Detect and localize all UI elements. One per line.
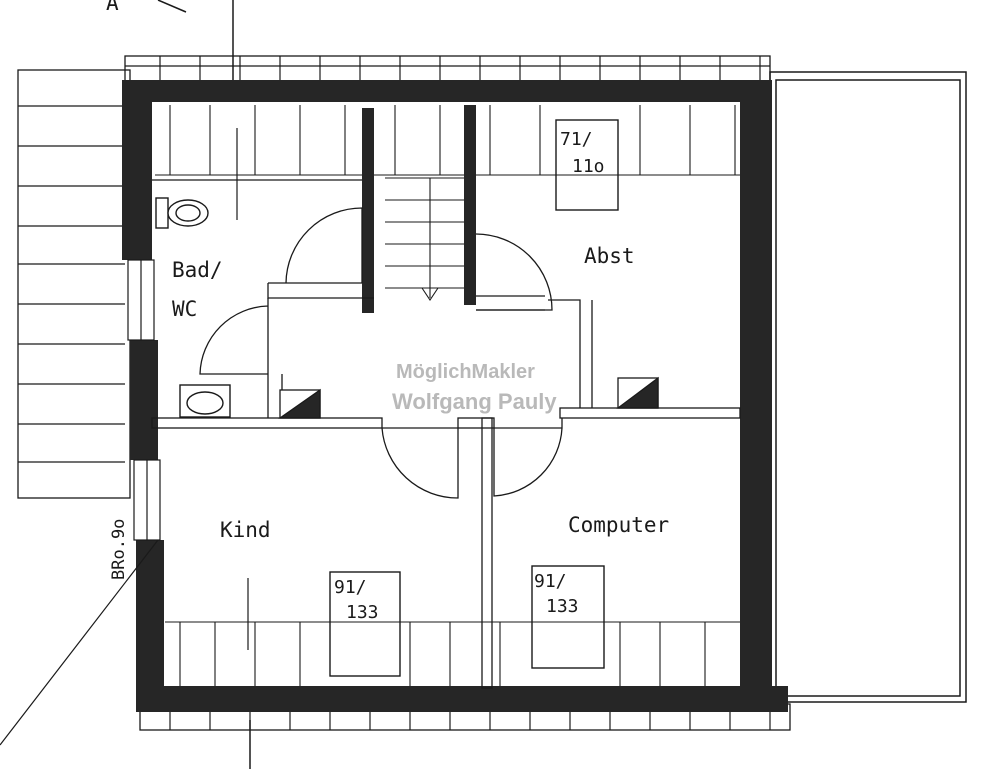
interior-walls — [151, 179, 741, 689]
left-roof-hatch — [17, 69, 131, 499]
room-label-wc: WC — [172, 297, 197, 321]
watermark-line2: Wolfgang Pauly — [392, 389, 557, 414]
window-label-kind-2: 133 — [346, 602, 379, 623]
window-label-abst-2: 11o — [572, 156, 605, 177]
left-wall-windows — [127, 259, 161, 541]
window-label-computer-1: 91/ — [534, 571, 567, 592]
outer-walls — [122, 80, 788, 712]
window-label-abst-1: 71/ — [560, 129, 593, 150]
right-balcony — [769, 71, 967, 703]
room-label-abst: Abst — [584, 244, 635, 268]
room-label-computer: Computer — [568, 513, 669, 537]
top-rafter-ticks — [159, 56, 761, 82]
parapet-label: BRo.9o — [109, 519, 129, 580]
interior-rafters-top — [155, 105, 745, 176]
top-rafter-strip — [124, 55, 771, 83]
interior-rafters-bottom — [165, 621, 755, 690]
watermark-line1: MöglichMakler — [396, 361, 535, 383]
room-label-kind: Kind — [220, 518, 271, 542]
stairwell — [362, 105, 476, 313]
roof-windows — [329, 119, 619, 677]
bathroom-fixtures — [155, 197, 231, 418]
top-left-letter: A — [106, 0, 119, 15]
top-edge-stroke — [157, 0, 187, 13]
room-label-bad: Bad/ — [172, 258, 223, 282]
chimney-shafts — [277, 376, 659, 419]
window-label-computer-2: 133 — [546, 596, 579, 617]
axis-marks — [0, 128, 249, 746]
door-swings — [199, 207, 563, 499]
window-label-kind-1: 91/ — [334, 577, 367, 598]
